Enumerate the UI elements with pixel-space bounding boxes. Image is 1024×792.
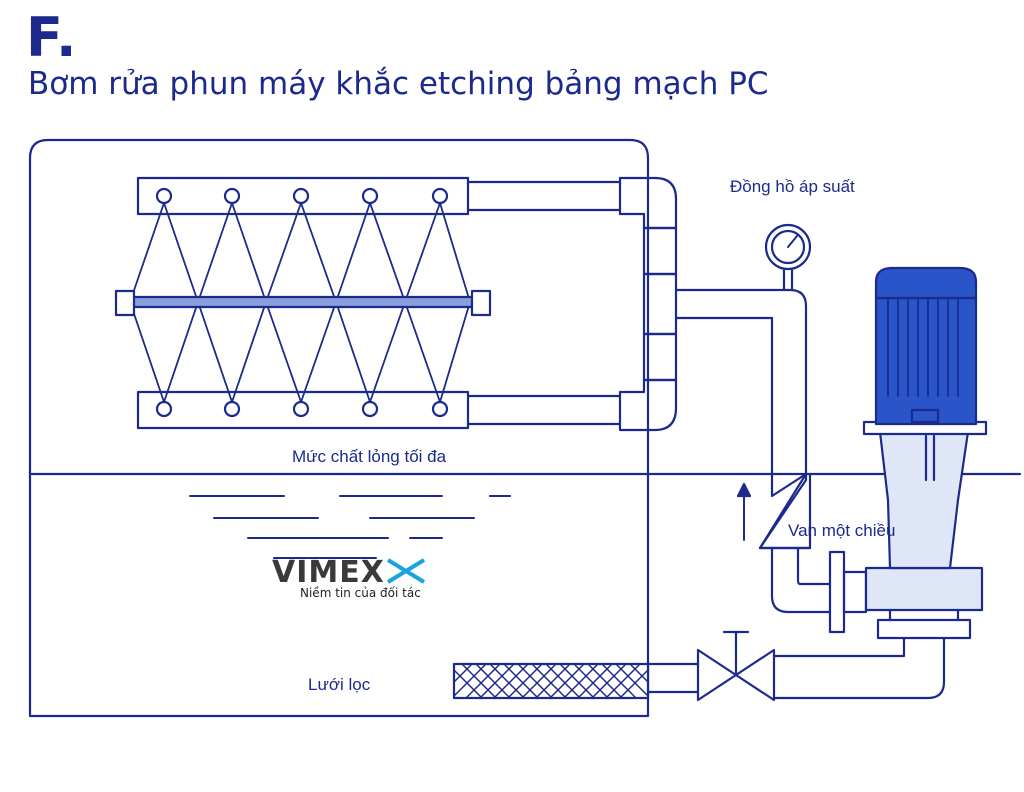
pump-volute [864,566,984,612]
board-rod [130,295,476,309]
bottom-spray-bar [136,390,470,430]
pump-column [878,430,970,570]
liquid-ripples [189,495,511,559]
page-title: Bơm rửa phun máy khắc etching bảng mạch … [28,66,769,102]
gauge-branch-pipe [674,288,808,476]
suction-pipe [772,636,946,700]
discharge-elbow [770,546,834,614]
top-spray-bar [136,176,470,216]
filter-screen-label: Lưới lọc [308,675,371,694]
check-valve-label: Van một chiều [788,521,895,540]
motor-fins [887,299,959,397]
bottom-elbow [618,378,678,432]
top-elbow [618,176,678,230]
top-nozzles [155,187,449,205]
pump-base-plate [876,618,972,640]
logo-tagline: Niềm tin của đối tác [300,586,421,600]
logo-brand: VIMEX [272,555,385,590]
section-letter: F. [26,6,78,69]
rod-right-cap [470,289,492,317]
motor-cap [874,266,978,300]
pump-flange [828,550,846,634]
bottom-nozzles [155,400,449,418]
tank-outline [28,138,650,718]
max-level-label: Mức chất lỏng tối đa [292,447,447,466]
filter-mesh [453,663,649,699]
pressure-gauge-label: Đồng hồ áp suất [730,177,855,196]
pump-motor [874,296,978,426]
vimex-logo: VIMEX Niềm tin của đối tác [272,555,426,600]
rod-left-cap [114,289,136,317]
